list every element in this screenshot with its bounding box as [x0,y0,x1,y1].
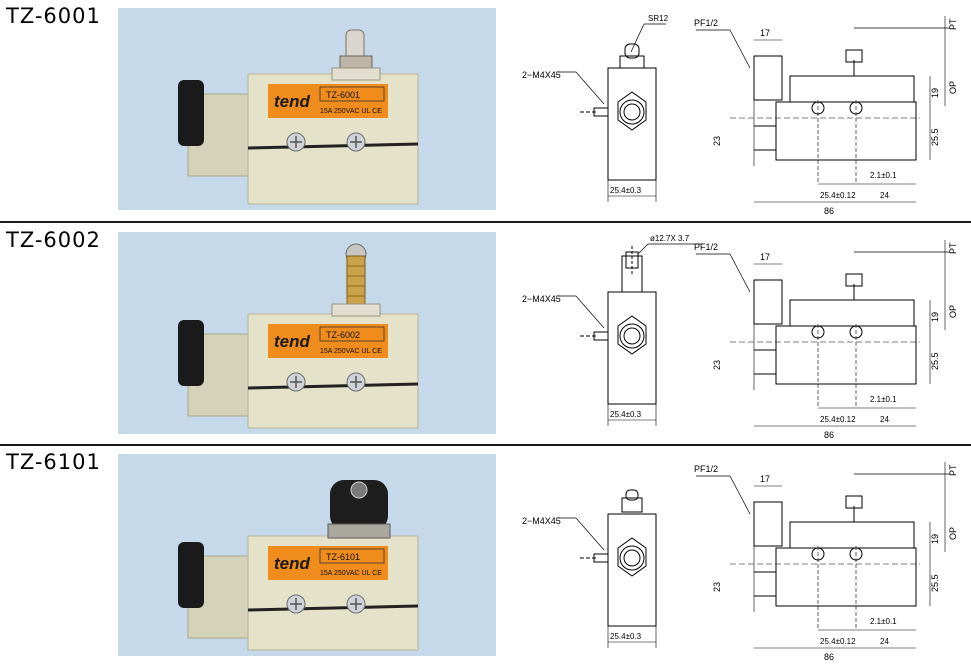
side-view: PF1/2 17 PT OP 19 25.5 23 2.1±0.1 25.4±0.12 24 86 [690,452,970,666]
length-dimension: 86 [824,206,834,216]
op-label: OP [948,305,958,318]
height-left-dimension: 23 [712,582,722,592]
pt-label: PT [948,464,958,476]
conduit-label: PF1/2 [694,18,718,28]
switch-photo: tend TZ-6002 15A 250VAC UL CE [178,243,419,429]
model-number: TZ-6101 [6,450,101,474]
sealed-plunger-actuator [327,480,391,539]
product-row: TZ-6101 tend TZ-6101 15A 250VAC UL CE [0,446,971,667]
side-view-drawing [696,240,950,427]
switch-photo: tend TZ-6101 15A 250VAC UL CE [178,480,419,651]
height-upper-dimension: 19 [930,312,940,322]
length-dimension: 86 [824,652,834,662]
hole-spacing-dimension: 25.4±0.12 [820,415,856,424]
actuator-label: SR12 [648,14,669,23]
svg-text:15A 250VAC UL CE: 15A 250VAC UL CE [320,570,382,577]
svg-text:TZ-6002: TZ-6002 [326,330,360,340]
front-view-drawing [558,489,657,648]
svg-text:tend: tend [274,554,311,573]
height-left-dimension: 23 [712,360,722,370]
height-lower-dimension: 25.5 [930,574,940,592]
front-view-drawing [558,23,666,202]
product-row: TZ-6001 tend TZ-6001 15A 250VAC UL CE [0,0,971,221]
model-number: TZ-6002 [6,228,101,252]
height-lower-dimension: 25.5 [930,352,940,370]
pt-label: PT [948,242,958,254]
svg-text:tend: tend [274,332,311,351]
svg-text:15A 250VAC UL CE: 15A 250VAC UL CE [320,108,382,115]
thread-label: 2−M4X45 [522,516,561,526]
height-upper-dimension: 19 [930,534,940,544]
front-width-dimension: 25.4±0.3 [610,186,642,195]
side-view-drawing [696,462,950,649]
span-dimension: 24 [880,415,889,424]
hole-spacing-dimension: 25.4±0.12 [820,637,856,646]
svg-text:TZ-6001: TZ-6001 [326,90,360,100]
height-lower-dimension: 25.5 [930,128,940,146]
roller-plunger-actuator [331,243,381,317]
height-upper-dimension: 19 [930,88,940,98]
span-dimension: 24 [880,637,889,646]
thread-label: 2−M4X45 [522,70,561,80]
conduit-label: PF1/2 [694,464,718,474]
product-photo: tend TZ-6101 15A 250VAC UL CE [118,454,496,656]
front-width-dimension: 25.4±0.3 [610,410,642,419]
op-label: OP [948,527,958,540]
offset-dimension: 2.1±0.1 [870,617,897,626]
side-view-drawing [696,16,950,203]
side-view: PF1/2 17 PT OP 19 25.5 23 2.1±0.1 25.4±0.12 24 86 [690,6,970,220]
svg-text:15A 250VAC UL CE: 15A 250VAC UL CE [320,348,382,355]
width-top-dimension: 17 [760,474,770,484]
row-divider [0,221,971,223]
span-dimension: 24 [880,191,889,200]
svg-text:TZ-6101: TZ-6101 [326,552,360,562]
svg-text:tend: tend [274,92,311,111]
offset-dimension: 2.1±0.1 [870,171,897,180]
height-left-dimension: 23 [712,136,722,146]
op-label: OP [948,81,958,94]
width-top-dimension: 17 [760,28,770,38]
side-view: PF1/2 17 PT OP 19 25.5 23 2.1±0.1 25.4±0.12 24 86 [690,230,970,444]
length-dimension: 86 [824,430,834,440]
actuator-label: ø12.7X 3.7 [650,234,690,243]
front-width-dimension: 25.4±0.3 [610,632,642,641]
front-view: 2−M4X45 ø12.7X 3.7 25.4±0.3 [518,230,708,440]
front-view: 2−M4X45 25.4±0.3 [518,452,708,662]
product-photo: tend TZ-6001 15A 250VAC UL CE [118,8,496,210]
switch-photo: tend TZ-6001 15A 250VAC UL CE [178,29,419,205]
plunger-actuator [331,29,381,81]
width-top-dimension: 17 [760,252,770,262]
conduit-label: PF1/2 [694,242,718,252]
hole-spacing-dimension: 25.4±0.12 [820,191,856,200]
front-view: 2−M4X45 SR12 25.4±0.3 [518,6,708,216]
offset-dimension: 2.1±0.1 [870,395,897,404]
product-row: TZ-6002 tend TZ-6002 15A 250VAC UL CE [0,224,971,445]
thread-label: 2−M4X45 [522,294,561,304]
row-divider [0,444,971,446]
product-photo: tend TZ-6002 15A 250VAC UL CE [118,232,496,434]
front-view-drawing [558,243,702,426]
pt-label: PT [948,18,958,30]
model-number: TZ-6001 [6,4,101,28]
